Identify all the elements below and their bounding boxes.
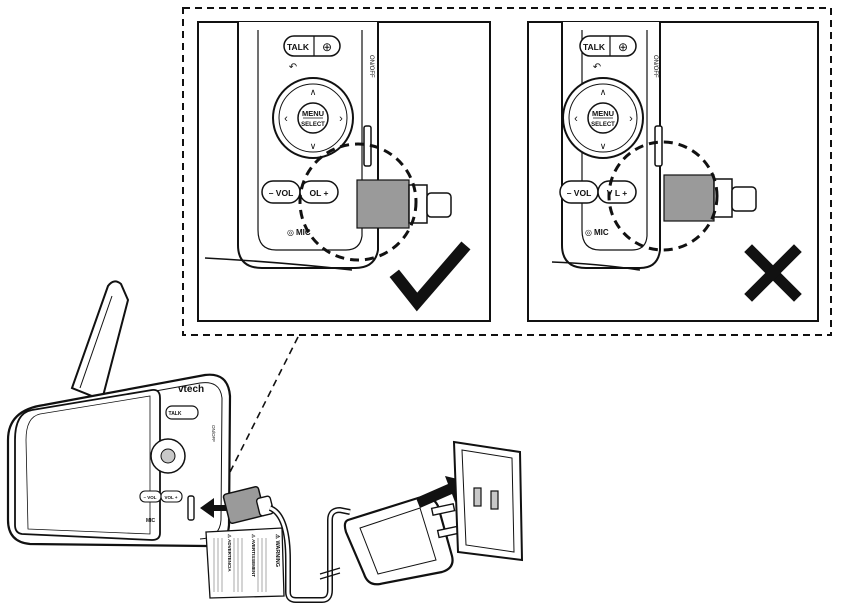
panel-correct: TALK ⊕ ↶ MENU SELECT ∧ ∨ ‹ › – VOL OL + … — [197, 21, 491, 322]
back-icon: ↶ — [593, 62, 601, 73]
vol-plus-label: VOL + — [164, 495, 177, 500]
outlet-slot — [473, 487, 482, 507]
talk-label: TALK — [169, 411, 182, 417]
charging-port — [187, 495, 195, 521]
outlet-slot — [490, 490, 499, 510]
vol-plus-button — [597, 180, 637, 204]
side-text: ON/OFF — [652, 55, 658, 78]
insert-arrow-icon — [200, 498, 232, 518]
arrow-left-icon: ‹ — [284, 113, 288, 125]
arrow-right-icon: › — [339, 113, 343, 125]
monitor-screen — [14, 389, 161, 541]
talk-button — [165, 405, 199, 420]
checkmark-icon — [389, 241, 471, 312]
talk-button — [579, 35, 637, 57]
zoom-icon: ⊕ — [618, 40, 628, 54]
arrow-down-icon: ∨ — [310, 141, 317, 151]
vol-plus-label: OL + — [310, 188, 329, 198]
callout-frame — [182, 7, 832, 336]
usb-plug — [663, 174, 715, 222]
side-text: ON/OFF — [211, 425, 216, 442]
talk-button — [283, 35, 341, 57]
cord-warning-tag: ⚠ WARNING ⚠ AVERTISSEMENT ⚠ ADVERTENCIA — [205, 527, 285, 599]
menu-label: MENU — [592, 109, 614, 118]
vol-plus-button — [299, 180, 339, 204]
vol-plus-label: V L + — [607, 188, 627, 198]
mic-icon: ◎ — [585, 228, 592, 237]
mic-icon: ◎ — [287, 228, 294, 237]
baby-monitor: vtech TALK – VOL VOL + MIC ON/OFF — [6, 280, 232, 548]
arrow-left-icon: ‹ — [574, 113, 578, 125]
focus-circle — [298, 142, 418, 262]
talk-label: TALK — [287, 42, 310, 52]
power-adapter — [343, 495, 464, 586]
vol-plus-button — [160, 490, 183, 503]
select-label: SELECT — [301, 122, 325, 128]
adapter-prong — [430, 502, 456, 517]
arrow-down-icon: ∨ — [600, 141, 607, 151]
menu-label: MENU — [302, 109, 324, 118]
arrow-right-icon: › — [629, 113, 633, 125]
mic-label: MIC — [594, 228, 609, 237]
cross-icon — [744, 244, 802, 302]
panel-incorrect: TALK ⊕ ↶ MENU SELECT ∧ ∨ ‹ › – VOL V L +… — [527, 21, 819, 322]
usb-plug — [356, 179, 410, 229]
mic-label: MIC — [296, 228, 311, 237]
select-label: SELECT — [591, 122, 615, 128]
avertissement-label: ⚠ AVERTISSEMENT — [251, 534, 256, 577]
advertencia-label: ⚠ ADVERTENCIA — [227, 534, 232, 572]
usb-cable — [222, 485, 351, 603]
vol-minus-label: – VOL — [269, 188, 294, 198]
arrow-up-icon: ∧ — [600, 87, 607, 97]
antenna — [70, 280, 130, 402]
callout-leader-line — [225, 336, 299, 481]
back-icon: ↶ — [289, 62, 297, 73]
vol-minus-label: – VOL — [567, 188, 592, 198]
wall-outlet — [452, 440, 524, 562]
arrow-up-icon: ∧ — [310, 87, 317, 97]
side-text: ON/OFF — [368, 55, 374, 78]
focus-circle — [607, 140, 719, 252]
mic-label: MIC — [146, 518, 156, 524]
zoom-icon: ⊕ — [322, 40, 332, 54]
power-switch — [654, 125, 663, 167]
talk-label: TALK — [583, 42, 606, 52]
warning-label: ⚠ WARNING — [274, 534, 281, 567]
vol-minus-label: – VOL — [143, 495, 156, 500]
brand-logo: vtech — [178, 384, 204, 395]
